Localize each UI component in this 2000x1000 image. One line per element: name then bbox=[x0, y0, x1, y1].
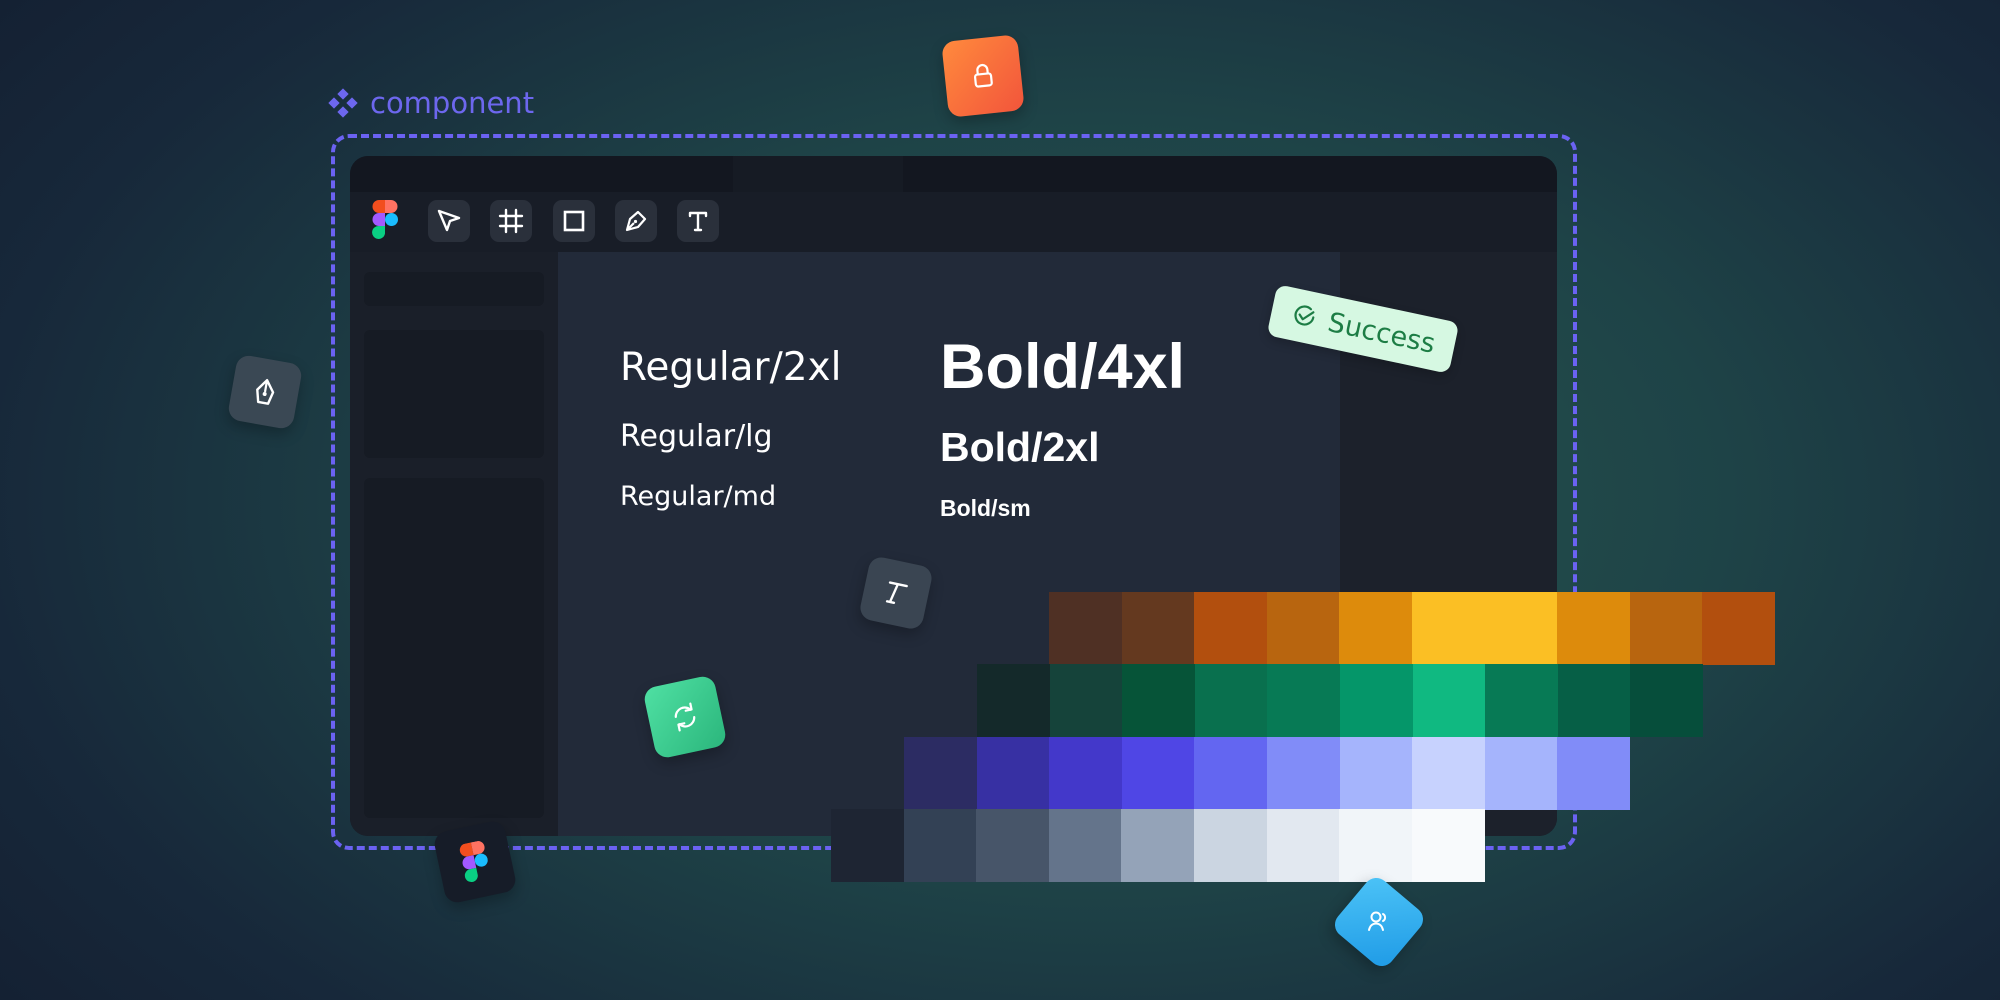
text-tool-button[interactable] bbox=[677, 200, 719, 242]
user-icon bbox=[1368, 911, 1387, 931]
swatch-emerald-5[interactable] bbox=[1340, 664, 1413, 737]
swatch-slate-3[interactable] bbox=[1048, 809, 1122, 882]
lock-icon bbox=[973, 63, 993, 88]
move-tool-button[interactable] bbox=[428, 200, 470, 242]
swatch-indigo-3[interactable] bbox=[1121, 737, 1195, 810]
title-bar bbox=[350, 156, 1557, 192]
swatch-indigo-6[interactable] bbox=[1339, 737, 1413, 810]
swatch-amber-9[interactable] bbox=[1702, 592, 1776, 665]
swatch-amber-0[interactable] bbox=[1049, 592, 1122, 665]
swatch-slate-7[interactable] bbox=[1339, 809, 1413, 882]
pen-nib-icon bbox=[625, 210, 647, 232]
swatch-indigo-1[interactable] bbox=[976, 737, 1050, 810]
swatch-slate-2[interactable] bbox=[976, 809, 1050, 882]
swatch-amber-2[interactable] bbox=[1194, 592, 1268, 665]
swatch-amber-5[interactable] bbox=[1412, 592, 1485, 665]
sidebar-header-block bbox=[364, 272, 544, 306]
swatch-emerald-3[interactable] bbox=[1194, 664, 1268, 737]
text-style-bold-sm[interactable]: Bold/sm bbox=[940, 495, 1031, 521]
refresh-icon bbox=[674, 702, 696, 732]
swatch-slate-6[interactable] bbox=[1266, 809, 1340, 882]
swatch-indigo-9[interactable] bbox=[1557, 737, 1631, 810]
swatch-indigo-0[interactable] bbox=[904, 737, 977, 810]
text-t-icon bbox=[688, 211, 708, 232]
swatch-indigo-7[interactable] bbox=[1412, 737, 1486, 810]
cursor-arrow-icon bbox=[437, 209, 461, 232]
swatch-amber-6[interactable] bbox=[1484, 592, 1558, 665]
layers-sidebar bbox=[350, 252, 558, 836]
text-badge[interactable] bbox=[858, 555, 934, 631]
swatch-emerald-7[interactable] bbox=[1485, 664, 1559, 737]
square-icon bbox=[563, 210, 585, 232]
swatch-slate-5[interactable] bbox=[1194, 809, 1267, 882]
component-label-text: component bbox=[370, 86, 535, 120]
swatch-amber-7[interactable] bbox=[1557, 592, 1631, 665]
pen-tool-button[interactable] bbox=[615, 200, 657, 242]
swatch-amber-1[interactable] bbox=[1121, 592, 1195, 665]
figma-badge[interactable] bbox=[432, 819, 518, 905]
swatch-slate-8[interactable] bbox=[1411, 809, 1485, 882]
swatch-emerald-2[interactable] bbox=[1122, 664, 1196, 737]
text-style-regular-md[interactable]: Regular/md bbox=[620, 481, 777, 512]
swatch-indigo-5[interactable] bbox=[1267, 737, 1340, 810]
title-tab[interactable] bbox=[733, 156, 903, 192]
pen-nib-icon bbox=[256, 378, 275, 405]
swatch-amber-3[interactable] bbox=[1266, 592, 1340, 665]
frame-tool-button[interactable] bbox=[490, 200, 532, 242]
text-style-bold-4xl[interactable]: Bold/4xl bbox=[940, 332, 1186, 402]
swatch-emerald-9[interactable] bbox=[1630, 664, 1704, 737]
text-style-regular-2xl[interactable]: Regular/2xl bbox=[620, 345, 842, 390]
swatch-emerald-8[interactable] bbox=[1557, 664, 1631, 737]
rectangle-tool-button[interactable] bbox=[553, 200, 595, 242]
hash-frame-icon bbox=[498, 208, 524, 234]
swatch-amber-8[interactable] bbox=[1629, 592, 1703, 665]
swatch-emerald-1[interactable] bbox=[1049, 664, 1123, 737]
text-t-icon bbox=[885, 581, 908, 604]
swatch-slate-0[interactable] bbox=[831, 809, 904, 882]
refresh-badge[interactable] bbox=[642, 674, 728, 760]
component-icon bbox=[328, 88, 358, 118]
lock-badge[interactable] bbox=[941, 34, 1025, 118]
swatch-emerald-4[interactable] bbox=[1267, 664, 1341, 737]
swatch-amber-4[interactable] bbox=[1339, 592, 1413, 665]
component-frame-label[interactable]: component bbox=[328, 86, 534, 120]
user-badge[interactable] bbox=[1329, 872, 1429, 972]
swatch-indigo-8[interactable] bbox=[1484, 737, 1558, 810]
figma-logo-icon[interactable] bbox=[372, 200, 398, 240]
sidebar-section-block bbox=[364, 330, 544, 458]
pen-badge[interactable] bbox=[226, 353, 304, 431]
swatch-indigo-4[interactable] bbox=[1194, 737, 1268, 810]
swatch-emerald-0[interactable] bbox=[977, 664, 1050, 737]
text-style-regular-lg[interactable]: Regular/lg bbox=[620, 419, 773, 454]
swatch-slate-1[interactable] bbox=[903, 809, 977, 882]
swatch-emerald-6[interactable] bbox=[1412, 664, 1486, 737]
text-style-bold-2xl[interactable]: Bold/2xl bbox=[940, 424, 1100, 470]
check-circle-icon bbox=[1294, 305, 1315, 326]
figma-logo-icon bbox=[459, 841, 488, 883]
sidebar-layers-block bbox=[364, 478, 544, 818]
swatch-slate-4[interactable] bbox=[1121, 809, 1195, 882]
success-badge[interactable]: Success bbox=[1266, 284, 1460, 374]
swatch-indigo-2[interactable] bbox=[1049, 737, 1123, 810]
